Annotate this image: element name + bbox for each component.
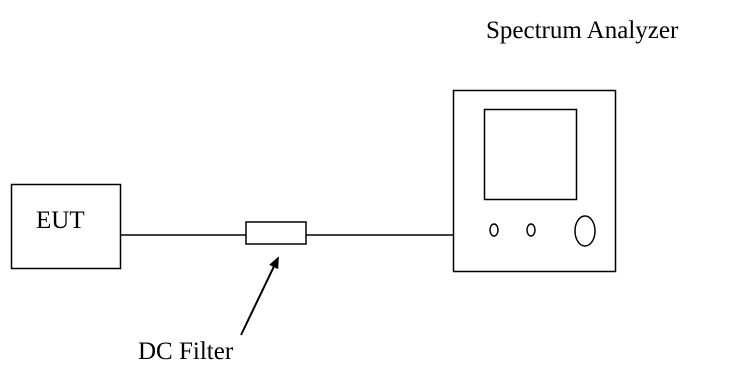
dc-filter-label: DC Filter (138, 338, 234, 365)
eut-label: EUT (36, 207, 85, 234)
analyzer-knob-large (574, 215, 596, 247)
analyzer-knob-small-left (489, 223, 499, 237)
eut-box (10, 183, 122, 270)
analyzer-screen (483, 108, 578, 201)
spectrum-analyzer-label: Spectrum Analyzer (486, 17, 679, 44)
dc-filter-block (245, 221, 307, 245)
analyzer-knob-small-right (526, 223, 536, 237)
dc-filter-arrow (240, 256, 279, 336)
